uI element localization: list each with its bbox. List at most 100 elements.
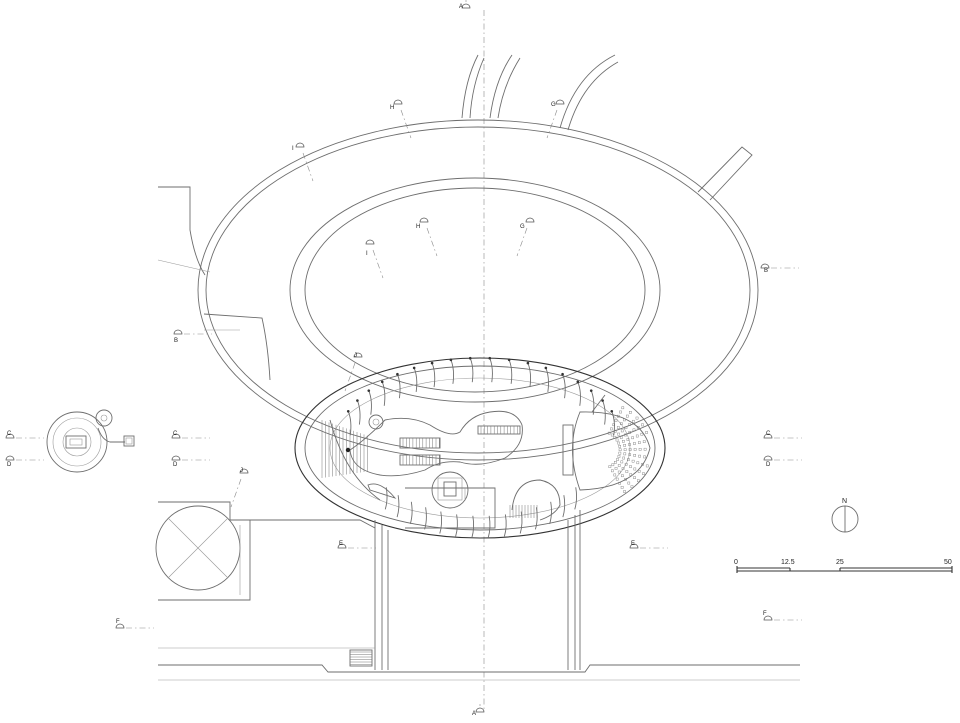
seat xyxy=(617,464,621,467)
seat xyxy=(615,477,619,481)
north-label: N xyxy=(842,498,847,505)
rib-node xyxy=(468,356,472,360)
seat xyxy=(637,470,641,473)
seat xyxy=(623,490,626,493)
section-symbol xyxy=(171,433,181,439)
section-letter: I xyxy=(366,251,368,257)
facade-rib xyxy=(455,514,458,537)
ribbed-facade-top xyxy=(346,356,615,436)
seat xyxy=(623,418,626,422)
facade-rib xyxy=(574,487,578,510)
seat xyxy=(622,456,625,460)
section-letter: G xyxy=(551,102,556,108)
section-marker-f-right: F xyxy=(763,611,802,621)
central-pod xyxy=(294,357,666,539)
seat xyxy=(633,442,636,445)
section-marker-c-left: C xyxy=(171,431,210,439)
section-symbol xyxy=(171,455,181,461)
section-letter: E xyxy=(631,541,635,547)
rib-node xyxy=(346,410,350,413)
seat xyxy=(624,433,627,437)
section-symbol xyxy=(5,433,15,439)
rib-node xyxy=(601,399,604,402)
pod-interior xyxy=(345,410,561,529)
seat xyxy=(618,451,622,455)
seat xyxy=(619,436,623,439)
section-letter: C xyxy=(766,431,771,437)
section-letter: D xyxy=(173,462,178,468)
lower-left-circle xyxy=(155,505,241,591)
facade-rib xyxy=(471,515,475,538)
section-letter: G xyxy=(520,224,525,230)
section-symbol xyxy=(337,543,347,549)
outer-ring xyxy=(197,119,759,461)
section-letter: D xyxy=(766,462,771,468)
section-leader xyxy=(546,109,558,139)
rib-node xyxy=(367,389,371,392)
section-leader xyxy=(344,362,356,392)
section-marker-e-left: E xyxy=(337,541,376,549)
seat xyxy=(615,438,619,442)
section-letter: C xyxy=(173,431,178,437)
seat xyxy=(624,478,627,481)
section-symbol xyxy=(763,433,773,439)
rib-node xyxy=(430,361,434,365)
seat xyxy=(641,423,644,427)
inner-ring xyxy=(289,177,661,403)
section-marker-e-right: E xyxy=(629,541,668,549)
facade-rib xyxy=(450,359,455,384)
seat xyxy=(619,410,622,414)
seat xyxy=(610,433,614,437)
section-leader xyxy=(372,249,384,279)
small-tower xyxy=(46,409,135,473)
section-symbol xyxy=(763,615,773,621)
section-letter: J xyxy=(354,353,357,359)
seat xyxy=(631,436,634,440)
facade-rib xyxy=(534,507,538,530)
facade-rib xyxy=(413,367,418,392)
seat xyxy=(620,460,624,464)
seat xyxy=(633,448,637,451)
seat xyxy=(623,448,627,451)
section-symbol xyxy=(115,623,125,629)
section-letter: I xyxy=(292,146,294,152)
section-symbol xyxy=(525,217,535,223)
section-symbol xyxy=(365,239,375,245)
bottom-boundary xyxy=(158,647,800,681)
seat xyxy=(645,464,649,468)
seat xyxy=(621,406,625,410)
seat xyxy=(613,429,617,433)
scale-bar: 0 12.5 25 50 xyxy=(734,559,953,573)
lower-corridors xyxy=(374,510,581,670)
section-symbol xyxy=(5,455,15,461)
seat xyxy=(638,448,642,451)
seat xyxy=(617,432,620,436)
facade-rib xyxy=(562,495,566,518)
seat xyxy=(623,452,627,456)
facade-rib xyxy=(577,381,581,406)
seat xyxy=(611,469,614,473)
section-letter: C xyxy=(7,431,12,437)
rib-node xyxy=(507,358,511,362)
seat xyxy=(643,455,646,459)
facade-rib xyxy=(527,362,532,388)
seat xyxy=(629,411,632,414)
section-letter: E xyxy=(339,541,343,547)
seat xyxy=(621,467,625,470)
seat xyxy=(643,447,647,451)
seat xyxy=(642,472,645,476)
seat xyxy=(618,481,621,485)
section-letter: F xyxy=(116,619,120,625)
seat xyxy=(620,422,623,425)
section-marker-b-left: B xyxy=(173,329,212,344)
top-pathways xyxy=(461,54,619,131)
section-leader xyxy=(400,109,412,139)
section-marker-i-outer: I xyxy=(292,142,314,182)
seat xyxy=(632,419,635,423)
rib-node xyxy=(544,366,548,370)
seat xyxy=(638,454,641,458)
seat xyxy=(620,429,624,433)
seat xyxy=(628,448,632,451)
